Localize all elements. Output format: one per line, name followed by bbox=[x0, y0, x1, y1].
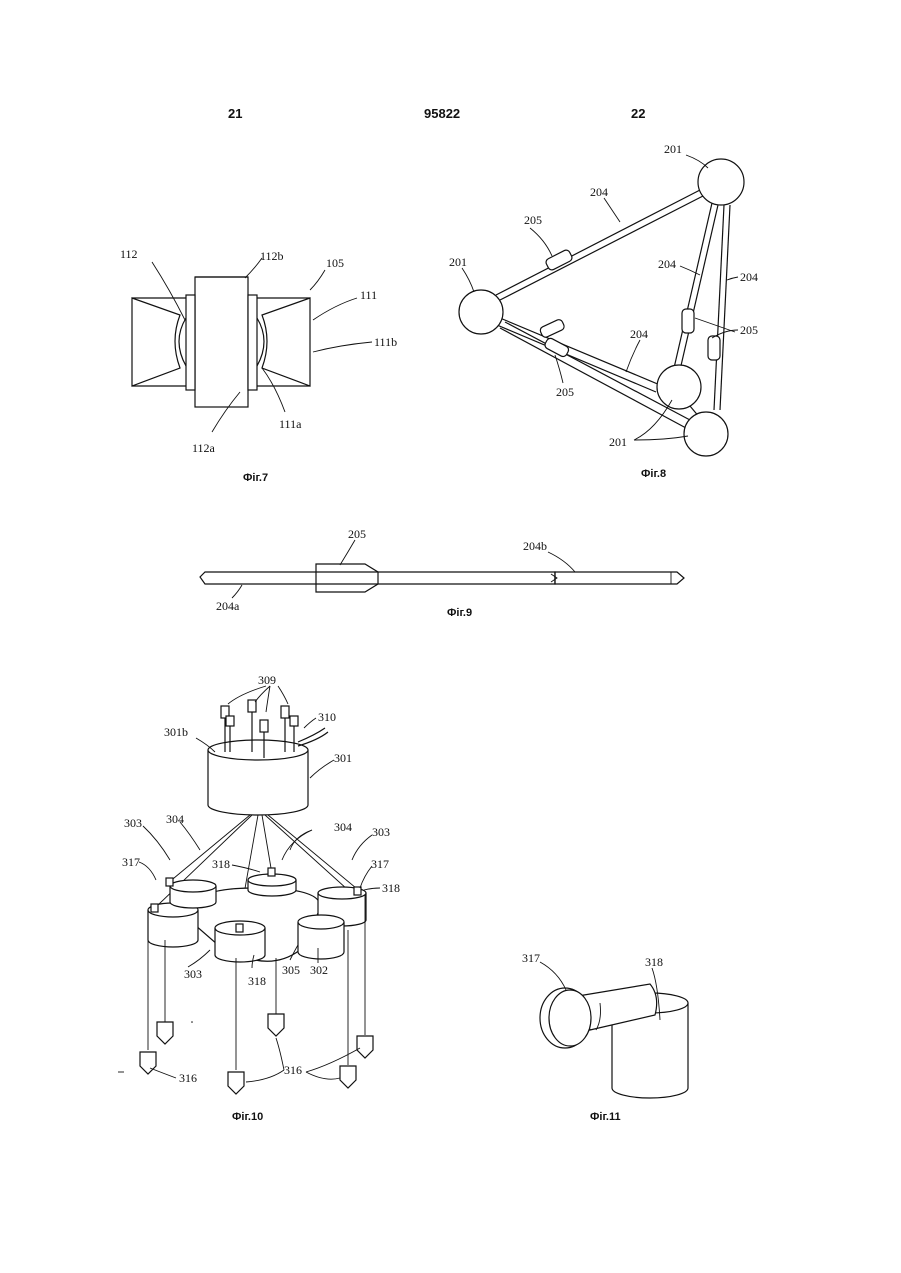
figure-8-caption: Фіг.8 bbox=[641, 468, 666, 480]
figure-9-caption: Фіг.9 bbox=[447, 607, 472, 619]
fig7-label-111a: 111a bbox=[279, 417, 302, 431]
figure-10-caption: Фіг.10 bbox=[232, 1111, 263, 1123]
fig10-label-305: 305 bbox=[282, 963, 300, 977]
fig8-label-204-mid: 204 bbox=[658, 257, 676, 271]
fig11-label-318: 318 bbox=[645, 955, 663, 969]
fig10-label-318-r: 318 bbox=[382, 881, 400, 895]
fig9-label-205: 205 bbox=[348, 527, 366, 541]
fig10-label-301: 301 bbox=[334, 751, 352, 765]
left-hatched-body bbox=[132, 298, 180, 386]
fig9-label-204b: 204b bbox=[523, 539, 547, 553]
fig7-label-111b: 111b bbox=[374, 335, 397, 349]
fig8-label-205-right: 205 bbox=[740, 323, 758, 337]
fig7-label-112: 112 bbox=[120, 247, 138, 261]
fig11-label-317: 317 bbox=[522, 951, 540, 965]
figure-8-drawing bbox=[459, 155, 744, 456]
figure-7-caption: Фіг.7 bbox=[243, 472, 268, 484]
fig8-label-205-left: 205 bbox=[524, 213, 542, 227]
fig10-label-303-tl: 303 bbox=[124, 816, 142, 830]
fig7-label-112b: 112b bbox=[260, 249, 284, 263]
fig9-label-204a: 204a bbox=[216, 599, 240, 613]
figure-9-drawing bbox=[200, 540, 684, 598]
fig10-label-318-b: 318 bbox=[248, 974, 266, 988]
figure-11-caption: Фіг.11 bbox=[590, 1111, 621, 1123]
sphere-left bbox=[459, 290, 503, 334]
center-tube bbox=[195, 277, 248, 407]
fig8-label-201-top: 201 bbox=[664, 142, 682, 156]
fig10-label-303-b: 303 bbox=[184, 967, 202, 981]
fig10-label-304-r: 304 bbox=[334, 820, 352, 834]
figure-11-drawing bbox=[540, 962, 688, 1098]
figure-10-drawing bbox=[118, 686, 380, 1094]
fig10-label-301b: 301b bbox=[164, 725, 188, 739]
fig7-label-111: 111 bbox=[360, 288, 377, 302]
fig10-label-309: 309 bbox=[258, 673, 276, 687]
figure-7-drawing bbox=[132, 258, 372, 432]
fig10-label-318-c: 318 bbox=[212, 857, 230, 871]
fig10-label-302: 302 bbox=[310, 963, 328, 977]
fig10-label-304-l: 304 bbox=[166, 812, 184, 826]
fig8-label-201-bottom: 201 bbox=[609, 435, 627, 449]
fig7-label-105: 105 bbox=[326, 256, 344, 270]
fig8-label-204-right: 204 bbox=[740, 270, 758, 284]
right-hatched-body bbox=[262, 298, 310, 386]
fig8-label-205-low: 205 bbox=[556, 385, 574, 399]
fig8-label-204-top: 204 bbox=[590, 185, 608, 199]
sphere-top bbox=[698, 159, 744, 205]
fig7-label-112a: 112a bbox=[192, 441, 216, 455]
fig8-label-204-low: 204 bbox=[630, 327, 648, 341]
fig10-label-316-c: 316 bbox=[284, 1063, 302, 1077]
sphere-middle bbox=[657, 365, 701, 409]
fig10-label-317-l: 317 bbox=[122, 855, 140, 869]
fig10-label-310: 310 bbox=[318, 710, 336, 724]
fig8-label-201-left: 201 bbox=[449, 255, 467, 269]
sphere-bottom bbox=[684, 412, 728, 456]
fig10-label-317-r: 317 bbox=[371, 857, 389, 871]
fig10-label-316-l: 316 bbox=[179, 1071, 197, 1085]
fig10-label-303-tr: 303 bbox=[372, 825, 390, 839]
